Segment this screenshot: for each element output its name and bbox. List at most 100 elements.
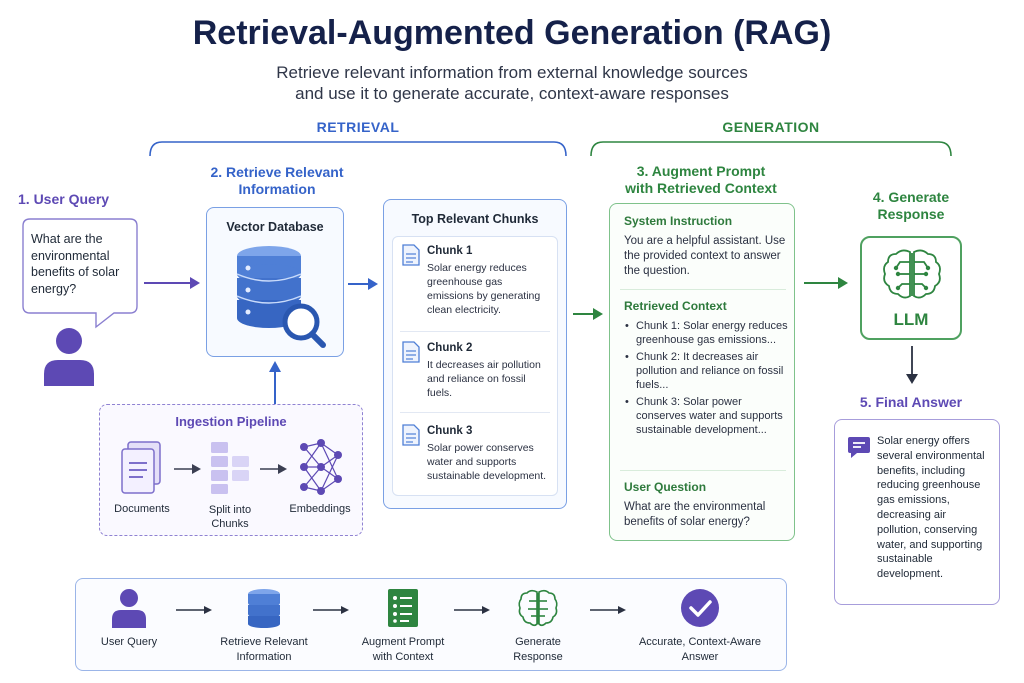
top-chunks-title: Top Relevant Chunks [411,212,539,226]
generation-label: GENERATION [722,119,820,135]
ingestion-pipeline-title: Ingestion Pipeline [175,414,287,429]
user-question-section: User Question What are the environmental… [624,480,788,530]
document-icon [402,244,420,266]
top-relevant-chunks-card: Top Relevant Chunks Chunk 1 Solar energy… [383,199,567,509]
chunk-divider [400,412,550,413]
user-icon [112,589,146,628]
page-subtitle: Retrieve relevant information from exter… [0,62,1024,104]
user-icon [44,328,94,386]
database-icon [248,589,280,628]
chunk-item: Chunk 1 Solar energy reduces greenhouse … [392,244,550,317]
flow-label-user-query: User Query [79,635,179,650]
flow-label-line: Accurate, Context-Aware [638,636,762,648]
embeddings-label: Embeddings [289,503,351,515]
step4-title-line-1: 4. Generate [872,189,950,205]
documents-label: Documents [114,503,170,515]
database-search-icon [236,246,326,348]
document-icon [402,424,420,446]
llm-label: LLM [893,310,929,329]
chunk-body: Chunk 1 Solar energy reduces greenhouse … [427,244,550,317]
context-item: Chunk 1: Solar energy reduces greenhouse… [624,319,788,347]
retrieved-context-section: Retrieved Context Chunk 1: Solar energy … [624,299,788,440]
checklist-icon [388,589,418,627]
document-icon [402,341,420,363]
step1-title: 1. User Query [18,191,110,207]
arrow-split-to-embeddings [260,464,287,474]
flow-arrow [454,606,490,614]
chunks-icon [211,442,249,494]
chunk-item: Chunk 2 It decreases air pollution and r… [392,341,550,400]
subtitle-line-1: Retrieve relevant information from exter… [276,63,748,82]
retrieved-context-heading: Retrieved Context [624,299,727,313]
chunk-text: Solar power conserves water and supports… [427,442,547,482]
flow-label-generate: Generate Response [488,635,588,665]
retrieved-context-list: Chunk 1: Solar energy reduces greenhouse… [624,319,788,437]
retrieval-label: RETRIEVAL [316,119,400,135]
query-bubble [22,218,138,329]
flow-label-answer: Accurate, Context-Aware Answer [624,635,776,665]
step2-title: 2. Retrieve Relevant Information [202,164,352,198]
chunk-body: Chunk 3 Solar power conserves water and … [427,424,550,483]
system-instruction-section: System Instruction You are a helpful ass… [624,214,786,279]
flow-label-line: Generate [515,636,561,648]
split-label-line-2: Chunks [211,518,249,530]
context-item: Chunk 3: Solar power conserves water and… [624,395,788,437]
vector-database-label: Vector Database [226,220,324,234]
flow-arrow [176,606,212,614]
brain-circuit-icon [883,249,941,299]
flow-label-retrieve: Retrieve Relevant Information [204,635,324,665]
flow-arrow [313,606,349,614]
user-query-text: What are the environmental benefits of s… [31,232,120,296]
retrieval-bracket [149,141,567,157]
step2-title-line-2: Information [238,181,316,197]
system-instruction-text: You are a helpful assistant. Use the pro… [624,235,786,277]
system-instruction-heading: System Instruction [624,214,733,228]
section-divider [620,470,786,471]
split-label-line-1: Split into [208,504,252,516]
flow-summary-bar: User Query Retrieve Relevant Information… [75,578,787,671]
generation-bracket [590,141,952,157]
subtitle-line-2: and use it to generate accurate, context… [295,84,729,103]
arrow-db-to-chunks [348,278,378,290]
chunk-text: Solar energy reduces greenhouse gas emis… [427,262,541,316]
chunk-text: It decreases air pollution and reliance … [427,359,541,399]
chunk-name: Chunk 3 [427,425,473,437]
embeddings-network-icon [300,439,342,495]
vector-database-card: Vector Database [206,207,344,357]
chunk-divider [400,331,550,332]
chunk-body: Chunk 2 It decreases air pollution and r… [427,341,550,400]
arrow-augment-to-llm [804,277,848,289]
flow-label-line: with Context [372,651,434,663]
flow-arrow [590,606,626,614]
arrow-docs-to-split [174,464,201,474]
brain-icon [518,589,558,627]
flow-label-augment: Augment Prompt with Context [343,635,463,665]
ingestion-pipeline-box: Ingestion Pipeline [99,404,363,536]
chunk-name: Chunk 1 [427,245,473,257]
checkmark-circle-icon [681,589,719,627]
augmented-prompt-card: System Instruction You are a helpful ass… [609,203,795,541]
arrow-query-to-db [144,277,200,289]
split-into-chunks-label: Split into Chunks [192,503,268,531]
step3-title: 3. Augment Prompt with Retrieved Context [606,163,796,197]
final-answer-card: Solar energy offers several environmenta… [834,419,1000,605]
flow-label-line: Information [236,651,292,663]
flow-label-line: Augment Prompt [361,636,445,648]
step2-title-line-1: 2. Retrieve Relevant [210,164,344,180]
user-question-text: What are the environmental benefits of s… [624,501,766,528]
step5-title: 5. Final Answer [859,394,963,410]
final-answer-text: Solar energy offers several environmenta… [877,435,985,581]
flow-label-line: Response [513,651,563,663]
step3-title-line-2: with Retrieved Context [625,180,777,196]
section-divider [620,289,786,290]
step4-title-line-2: Response [877,206,945,222]
flow-label-line: Answer [681,651,719,663]
arrow-llm-to-answer [906,346,918,384]
chunk-name: Chunk 2 [427,342,473,354]
flow-label-line: User Query [100,636,158,648]
arrow-ingestion-to-db [269,361,281,404]
step4-title: 4. Generate Response [846,189,976,223]
step3-title-line-1: 3. Augment Prompt [636,163,766,179]
chunk-item: Chunk 3 Solar power conserves water and … [392,424,550,483]
chat-bubble-icon [848,437,870,458]
